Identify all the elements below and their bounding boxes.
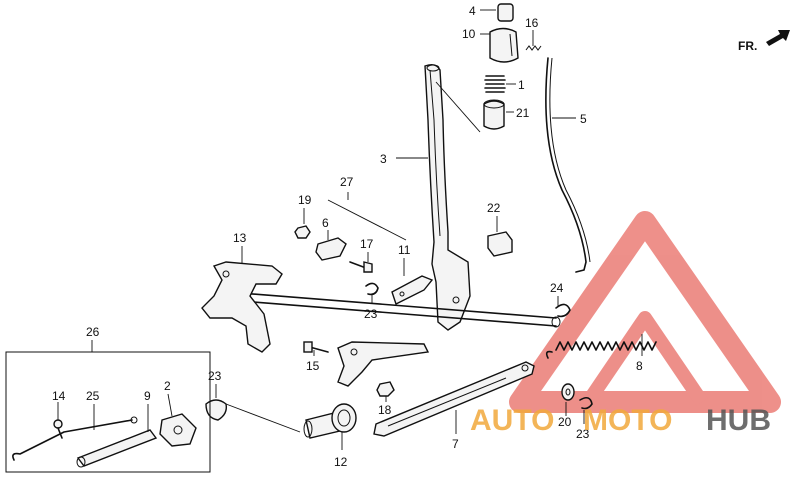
callout-25: 25 [86,389,100,403]
watermark-part2: MOTO [583,404,672,437]
callout-19: 19 [298,193,312,207]
callout-16: 16 [525,16,539,30]
part-15-bolt [303,341,329,353]
callout-13: 13 [233,231,247,245]
callout-11: 11 [398,243,411,257]
callout-9: 9 [144,389,151,403]
watermark-text: AUTO MOTO HUB [470,404,771,437]
part-8-spring [545,341,657,359]
watermark-part1: AUTO [470,404,554,437]
mid-lever-bracket [337,341,430,387]
callout-14: 14 [52,389,66,403]
part-21-collar [483,99,505,130]
callout-22: 22 [487,201,501,215]
part-5-rod [545,57,591,273]
part-1-spring [484,75,506,93]
callout-8: 8 [636,359,643,373]
part-7-link-bar [373,361,535,437]
part-20-washer [561,383,575,401]
watermark-logo [509,211,781,413]
front-direction-indicator: FR. [738,30,790,53]
callout-23-left: 23 [208,369,222,383]
part-23-clip-upper [365,282,379,296]
part-12-collar [303,403,357,439]
part-22-block [487,231,513,257]
part-11-bracket [391,275,434,305]
callout-10: 10 [462,27,476,41]
part-23-clip-left [205,399,301,433]
part-25-cable [12,416,138,461]
part-19-nut [294,225,311,239]
leader-lines [57,9,643,450]
callout-2: 2 [164,379,171,393]
callouts: 4 10 16 1 21 5 3 27 19 6 22 13 17 11 24 … [52,4,643,469]
part-9-pin [76,429,158,468]
watermark-part3: HUB [706,404,771,437]
part-6-bracket [315,237,347,261]
callout-24: 24 [550,281,564,295]
part-13-bracket [201,261,283,353]
callout-26: 26 [86,325,100,339]
callout-6: 6 [322,216,329,230]
callout-27: 27 [340,175,354,189]
callout-3: 3 [380,152,387,166]
callout-18: 18 [378,403,392,417]
main-shaft [227,291,561,328]
front-label: FR. [738,39,757,53]
callout-17: 17 [360,237,374,251]
callout-12: 12 [334,455,348,469]
callout-15: 15 [306,359,320,373]
part-2-bracket [159,413,197,447]
part-26-group-box [5,340,211,473]
part-18-nut [376,381,395,397]
part-10-knob [489,27,519,63]
callout-7: 7 [452,437,459,451]
front-arrow-icon [766,30,790,46]
callout-23-right: 23 [576,427,590,441]
callout-20: 20 [558,415,572,429]
part-24-clip [555,303,571,318]
part-23-clip-lower-right [579,396,593,410]
callout-5: 5 [580,112,587,126]
callout-21: 21 [516,106,530,120]
part-3-shift-lever [424,63,471,331]
part-16-spring [525,45,542,51]
callout-23-upper: 23 [364,307,378,321]
part-17-bolt [349,261,373,273]
callout-1: 1 [518,78,525,92]
part-4-cap [497,3,514,22]
callout-4: 4 [469,4,476,18]
